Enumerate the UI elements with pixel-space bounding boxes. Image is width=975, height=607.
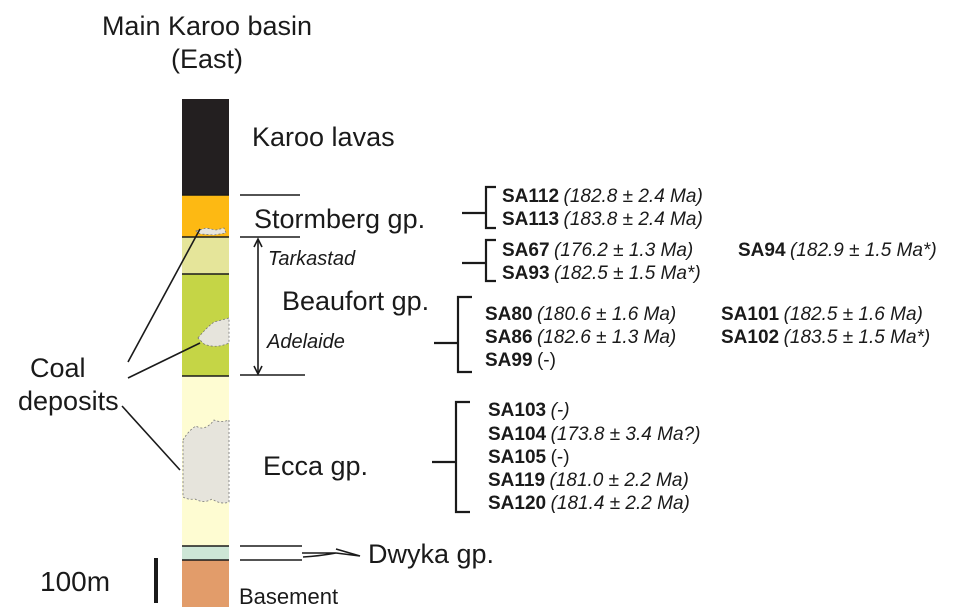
label-stormberg: Stormberg gp. (254, 204, 425, 234)
coal-patch-adelaide (197, 317, 230, 347)
label-tarkastad: Tarkastad (268, 248, 356, 270)
label-dwyka: Dwyka gp. (368, 539, 494, 569)
sample-entry: SA94 (182.9 ± 1.5 Ma*) (738, 240, 937, 261)
sample-entry: SA112 (182.8 ± 2.4 Ma) (502, 186, 703, 207)
stratigraphic-column (182, 99, 229, 607)
sample-entry: SA105 (-) (488, 447, 570, 468)
sample-list-ecca: SA103 (-) SA104 (173.8 ± 3.4 Ma?) SA105 … (488, 400, 700, 514)
sample-entry: SA67 (176.2 ± 1.3 Ma) (502, 240, 693, 261)
layer-karoo-lavas (182, 99, 229, 195)
layer-tarkastad (182, 237, 229, 274)
coal-deposits-label-line1: Coal (30, 353, 86, 383)
sample-entry: SA103 (-) (488, 400, 570, 421)
sample-entry: SA119 (181.0 ± 2.2 Ma) (488, 470, 689, 491)
sample-entry: SA113 (183.8 ± 2.4 Ma) (502, 209, 703, 230)
sample-entry: SA104 (173.8 ± 3.4 Ma?) (488, 424, 700, 445)
sample-entry: SA80 (180.6 ± 1.6 Ma) (485, 304, 676, 325)
sample-entry: SA99 (-) (485, 350, 556, 371)
layer-dwyka (182, 546, 229, 560)
label-ecca: Ecca gp. (263, 451, 368, 481)
coal-deposits-label-line2: deposits (18, 386, 119, 416)
sample-list-tarkastad: SA67 (176.2 ± 1.3 Ma) SA94 (182.9 ± 1.5 … (502, 240, 937, 284)
label-karoo-lavas: Karoo lavas (252, 122, 395, 152)
coal-deposit-patches (182, 227, 230, 504)
label-adelaide: Adelaide (266, 331, 345, 353)
sample-entry: SA120 (181.4 ± 2.2 Ma) (488, 493, 690, 514)
sample-entry: SA93 (182.5 ± 1.5 Ma*) (502, 263, 701, 284)
coal-patch-stormberg (195, 227, 227, 236)
coal-leader-lines (121, 228, 201, 471)
layer-basement (182, 560, 229, 607)
sample-entry: SA86 (182.6 ± 1.3 Ma) (485, 327, 676, 348)
figure-title-line2: (East) (171, 44, 243, 74)
boundary-lines (240, 194, 361, 561)
sample-entry: SA101 (182.5 ± 1.6 Ma) (721, 304, 923, 325)
label-beaufort: Beaufort gp. (282, 286, 429, 316)
sample-list-stormberg: SA112 (182.8 ± 2.4 Ma) SA113 (183.8 ± 2.… (502, 186, 703, 230)
coal-patch-ecca (182, 419, 230, 504)
sample-brackets (432, 185, 496, 514)
sample-entry: SA102 (183.5 ± 1.5 Ma*) (721, 327, 930, 348)
scale-label: 100m (40, 566, 110, 597)
figure-title-line1: Main Karoo basin (102, 11, 312, 41)
sample-list-adelaide: SA80 (180.6 ± 1.6 Ma) SA101 (182.5 ± 1.6… (485, 304, 930, 371)
label-basement: Basement (239, 584, 338, 607)
